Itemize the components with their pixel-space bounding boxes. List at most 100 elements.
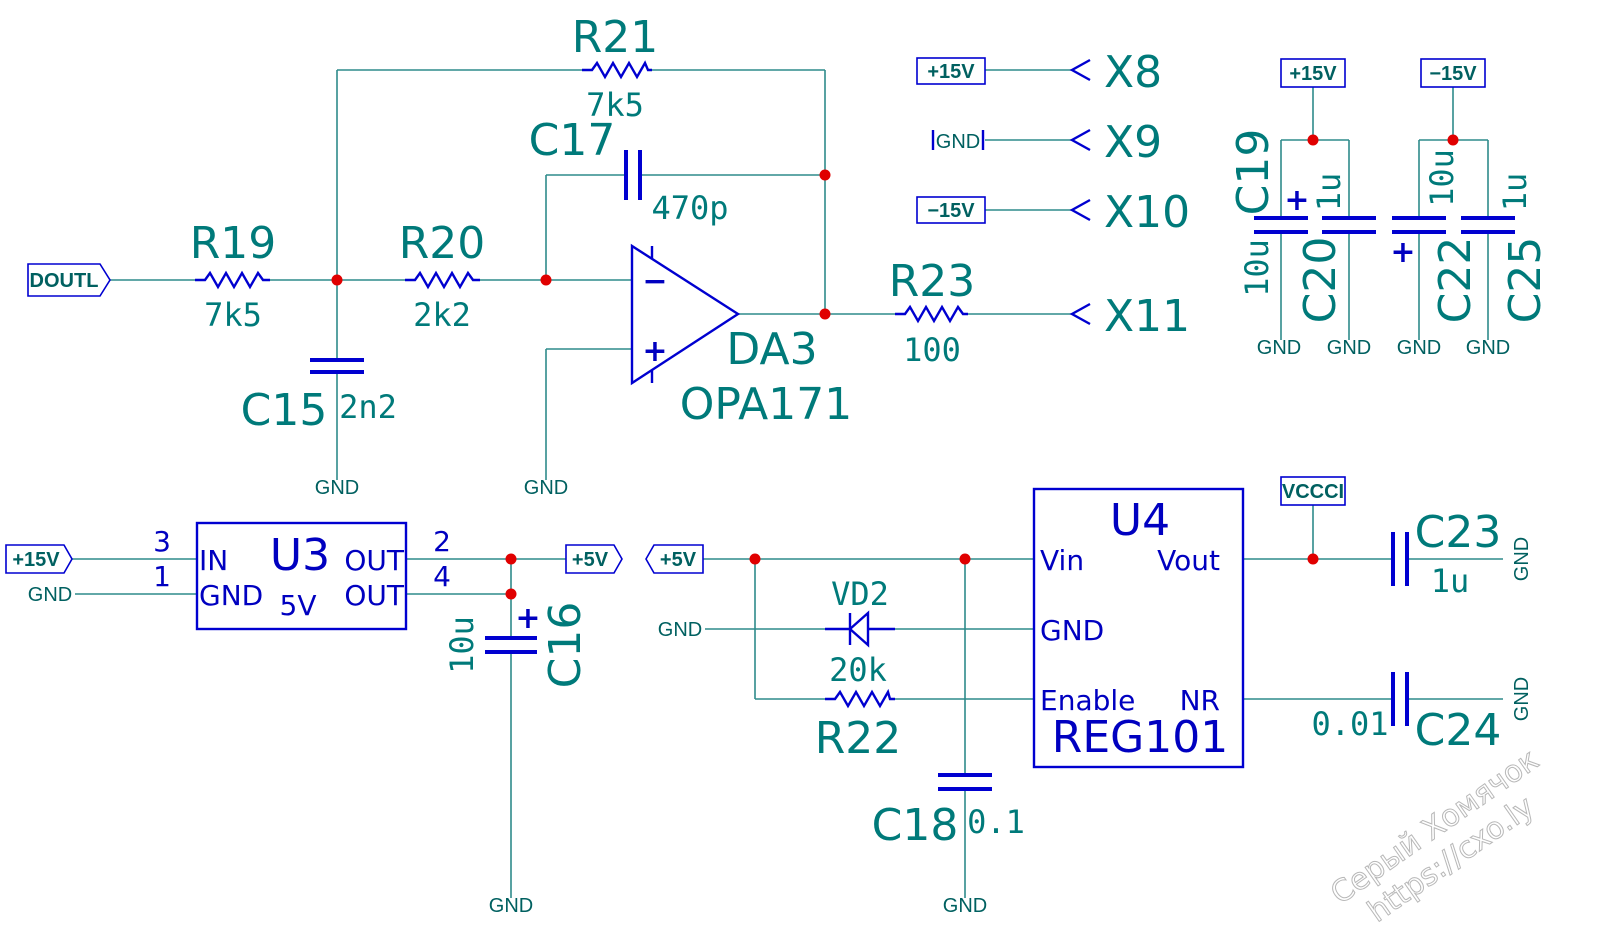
c15-value: 2n2 (339, 388, 397, 426)
capacitor-c18: C18 0.1 (872, 773, 1025, 851)
net-p15v-x8: +15V (927, 61, 975, 83)
u3-pin-in: IN (199, 544, 228, 577)
net-gnd-c15: GND (315, 477, 359, 499)
r19-ref: R19 (190, 218, 277, 269)
net-gnd-c22: GND (1397, 337, 1441, 359)
da3-part: OPA171 (680, 379, 852, 430)
r22-value: 20k (829, 651, 887, 689)
capacitor-c17: C17 470p (529, 115, 729, 227)
net-gnd-c25: GND (1466, 337, 1510, 359)
connector-x11: X11 (1104, 291, 1190, 342)
net-m15v-x10: −15V (927, 200, 975, 222)
capacitor-c24: 0.01 C24 (1311, 672, 1501, 756)
u3-ref: U3 (270, 530, 330, 581)
c18-value: 0.1 (967, 803, 1025, 841)
junctions (331, 134, 1459, 600)
net-vccci: VCCCI (1282, 481, 1344, 503)
net-p5v-in: +5V (660, 549, 697, 571)
da3-plus-mark: + (642, 334, 667, 369)
chip-u4: U4 Vin Vout GND Enable NR REG101 (1032, 487, 1245, 769)
connector-x10: X10 (1104, 187, 1190, 238)
resistor-r22: 20k R22 (815, 651, 902, 764)
u3-pinnum-1: 1 (153, 560, 171, 593)
c20-value: 1u (1310, 173, 1348, 212)
net-p15v-u3: +15V (12, 549, 60, 571)
chip-u3: IN GND OUT OUT U3 5V 3 1 2 4 (153, 521, 451, 631)
net-gnd-c18: GND (943, 895, 987, 917)
net-m15v-decoupling: −15V (1429, 63, 1477, 85)
u3-pin-out1: OUT (344, 544, 405, 577)
net-gnd-vd2: GND (658, 619, 702, 641)
net-p5v-out: +5V (572, 549, 609, 571)
diode-vd2: VD2 (825, 575, 895, 648)
capacitor-c16: + 10u C16 (443, 601, 591, 688)
capacitor-c23: C23 1u (1391, 507, 1501, 600)
u4-pin-vin: Vin (1040, 544, 1084, 577)
junction-dot (819, 169, 831, 181)
u4-part: REG101 (1052, 712, 1228, 763)
capacitor-c25: 1u C25 (1461, 173, 1551, 324)
c17-value: 470p (651, 189, 728, 227)
c19-value: 10u (1238, 239, 1276, 297)
watermark: Серый Хомячок https://cxo.ly (1324, 742, 1546, 930)
junction-dot (1307, 134, 1319, 146)
capacitor-c20: 1u C20 (1295, 173, 1376, 324)
net-labels: DOUTL +15V GND −15V +15V −15V +15V GND +… (5, 57, 1533, 917)
net-gnd-c16: GND (489, 895, 533, 917)
da3-minus-mark: − (642, 264, 667, 299)
c22-ref: C22 (1430, 237, 1481, 324)
u4-pin-enable: Enable (1040, 684, 1135, 717)
capacitor-c22: + 10u C22 (1390, 149, 1481, 323)
net-doutl: DOUTL (30, 270, 99, 292)
junction-dot (505, 588, 517, 600)
c19-ref: C19 (1228, 129, 1279, 216)
u3-pin-out2: OUT (344, 579, 405, 612)
resistor-r21: R21 7k5 (572, 12, 659, 124)
junction-dot (819, 308, 831, 320)
c24-ref: C24 (1415, 705, 1502, 756)
c18-ref: C18 (872, 800, 959, 851)
junction-dot (505, 553, 517, 565)
resistor-r19: R19 7k5 (190, 218, 277, 334)
c25-ref: C25 (1500, 237, 1551, 324)
c17-ref: C17 (529, 115, 616, 166)
u3-value: 5V (280, 589, 317, 622)
c16-plus-mark: + (515, 601, 540, 636)
u4-pin-nr: NR (1180, 684, 1220, 717)
u4-pin-gnd: GND (1040, 614, 1104, 647)
junction-dot (540, 274, 552, 286)
capacitor-c15: C15 2n2 (241, 358, 397, 436)
resistor-r23: R23 100 (889, 256, 976, 369)
net-gnd-x9: GND (936, 131, 980, 153)
capacitor-c19: + C19 10u (1228, 129, 1310, 297)
net-gnd-c19: GND (1257, 337, 1301, 359)
net-p15v-decoupling: +15V (1289, 63, 1337, 85)
c20-ref: C20 (1295, 237, 1346, 324)
u3-pinnum-3: 3 (153, 525, 171, 558)
net-gnd-da3: GND (524, 477, 568, 499)
u3-pinnum-4: 4 (433, 560, 451, 593)
junction-dot (959, 553, 971, 565)
wires (72, 69, 1503, 898)
u3-pinnum-2: 2 (433, 525, 451, 558)
r21-value: 7k5 (586, 86, 644, 124)
connector-x9: X9 (1104, 117, 1162, 168)
junction-dot (331, 274, 343, 286)
u4-ref: U4 (1110, 495, 1170, 546)
connectors: X8 X9 X10 X11 (1069, 47, 1190, 342)
c16-value: 10u (443, 616, 481, 674)
junction-dot (749, 553, 761, 565)
c15-ref: C15 (241, 385, 328, 436)
r19-value: 7k5 (204, 296, 262, 334)
net-gnd-c20: GND (1327, 337, 1371, 359)
c24-value: 0.01 (1311, 705, 1388, 743)
r21-ref: R21 (572, 12, 659, 63)
r23-value: 100 (903, 331, 961, 369)
c23-value: 1u (1431, 562, 1470, 600)
vd2-ref: VD2 (831, 575, 889, 613)
connector-x8: X8 (1104, 47, 1162, 98)
c25-value: 1u (1496, 173, 1534, 212)
c16-ref: C16 (540, 602, 591, 689)
net-gnd-c23: GND (1511, 537, 1533, 581)
